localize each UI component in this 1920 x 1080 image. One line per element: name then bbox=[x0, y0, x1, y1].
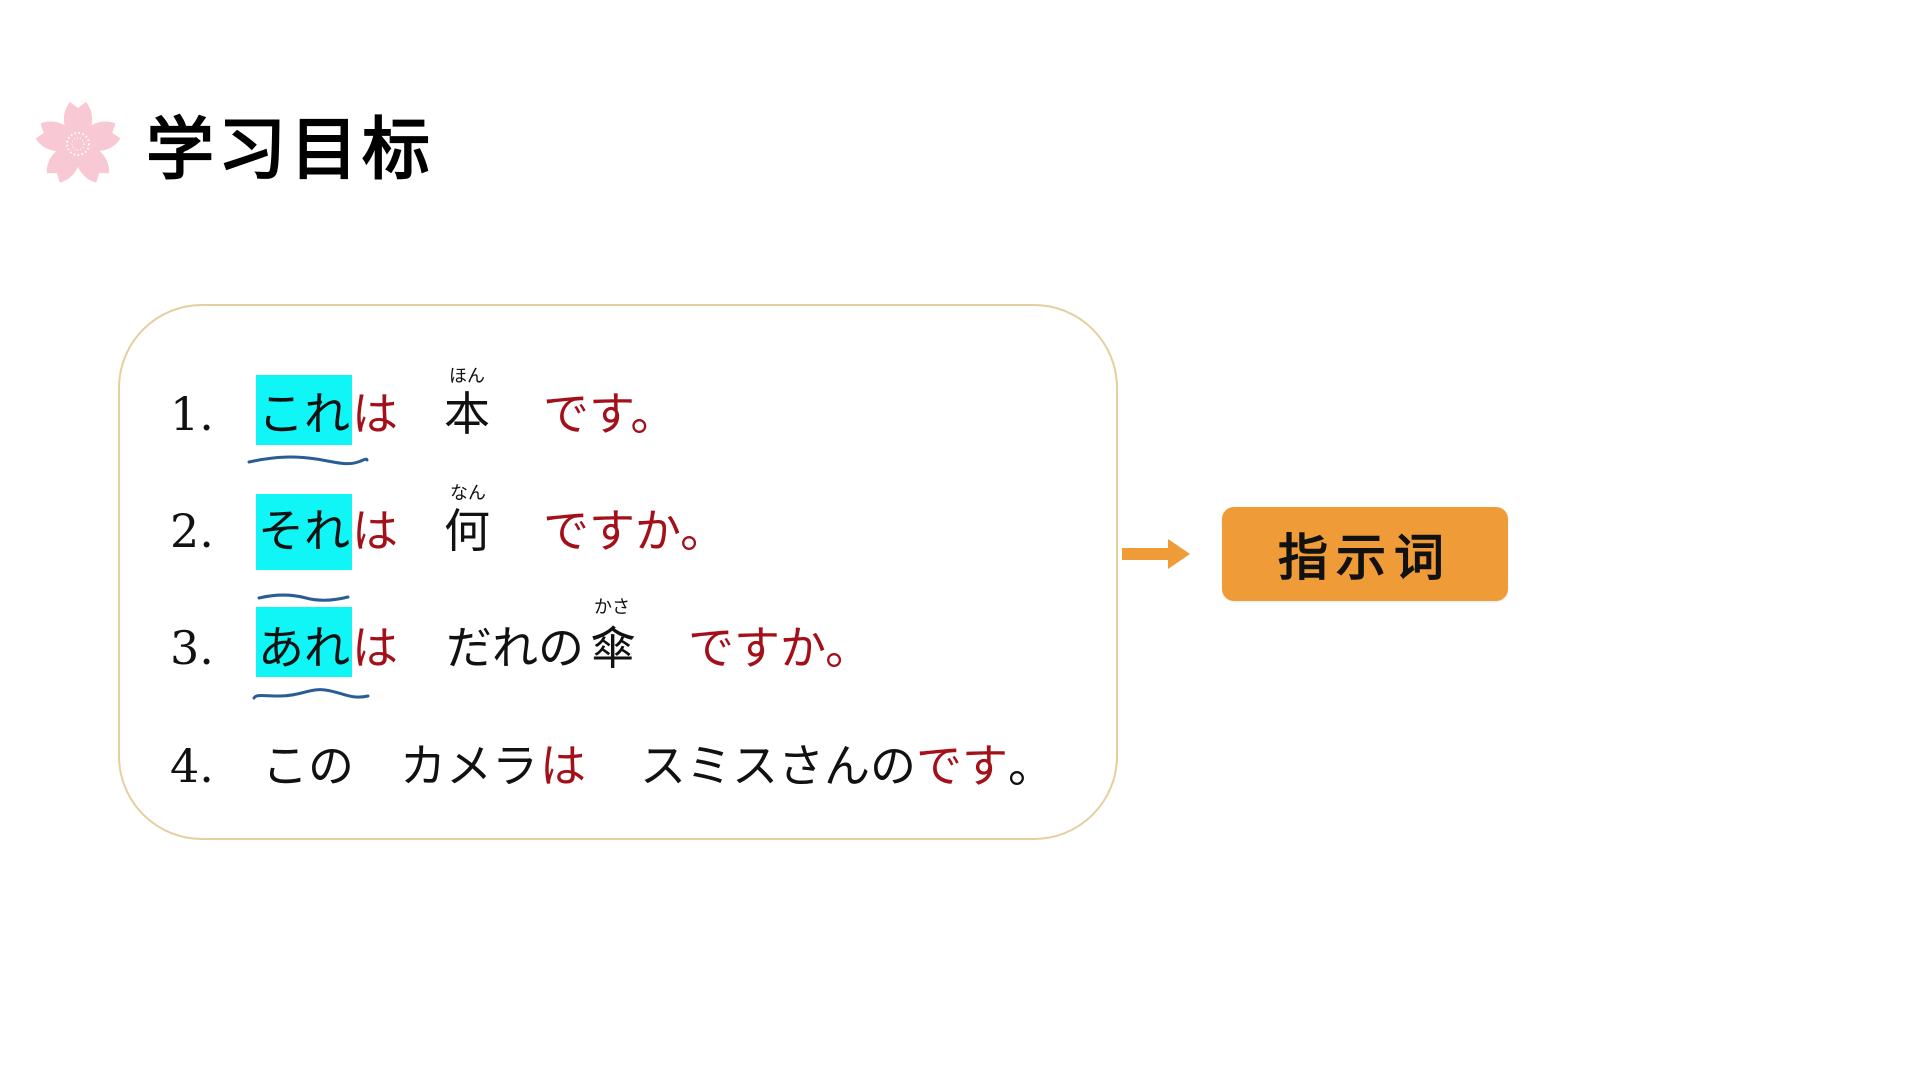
particle-wa: は bbox=[352, 387, 398, 441]
period: 。 bbox=[1008, 739, 1054, 793]
furigana: かさ bbox=[594, 597, 630, 618]
particle-wa: は bbox=[352, 621, 398, 675]
owner-phrase: だれの bbox=[446, 621, 584, 675]
sentence-number: 1. bbox=[170, 387, 214, 441]
highlight-box bbox=[256, 607, 352, 677]
page-title: 学习目标 bbox=[146, 111, 435, 190]
wavy-underline bbox=[257, 593, 350, 602]
demonstrative-word: この bbox=[262, 739, 354, 793]
wavy-underline bbox=[247, 455, 369, 466]
sakura-flower-icon bbox=[33, 100, 123, 188]
sentence-number: 2. bbox=[170, 504, 214, 558]
highlight-box bbox=[256, 375, 352, 445]
demonstrative-word: それ bbox=[258, 504, 350, 558]
demonstratives-concept-button[interactable]: 指示词 bbox=[1222, 507, 1508, 601]
highlight-box bbox=[256, 494, 352, 570]
noun: カメラ bbox=[400, 739, 538, 793]
particle-wa: は bbox=[352, 504, 398, 558]
furigana: なん bbox=[450, 483, 486, 504]
demonstrative-word: これ bbox=[258, 387, 350, 441]
sentence-number: 4. bbox=[170, 739, 214, 793]
noun: 本 bbox=[444, 387, 490, 441]
wavy-underline bbox=[252, 688, 370, 700]
arrow-right-icon bbox=[1122, 538, 1192, 570]
noun: 何 bbox=[444, 504, 490, 558]
particle-wa: は bbox=[540, 739, 586, 793]
button-label: 指示词 bbox=[1278, 529, 1452, 587]
demonstrative-word: あれ bbox=[258, 621, 350, 675]
copula: です bbox=[916, 739, 1008, 793]
copula: ですか。 bbox=[688, 621, 872, 675]
copula: ですか。 bbox=[543, 504, 727, 558]
owner-phrase: スミスさんの bbox=[640, 739, 916, 793]
furigana: ほん bbox=[449, 366, 485, 387]
copula: です。 bbox=[543, 387, 677, 441]
noun: 傘 bbox=[590, 621, 636, 675]
sentence-number: 3. bbox=[170, 621, 214, 675]
